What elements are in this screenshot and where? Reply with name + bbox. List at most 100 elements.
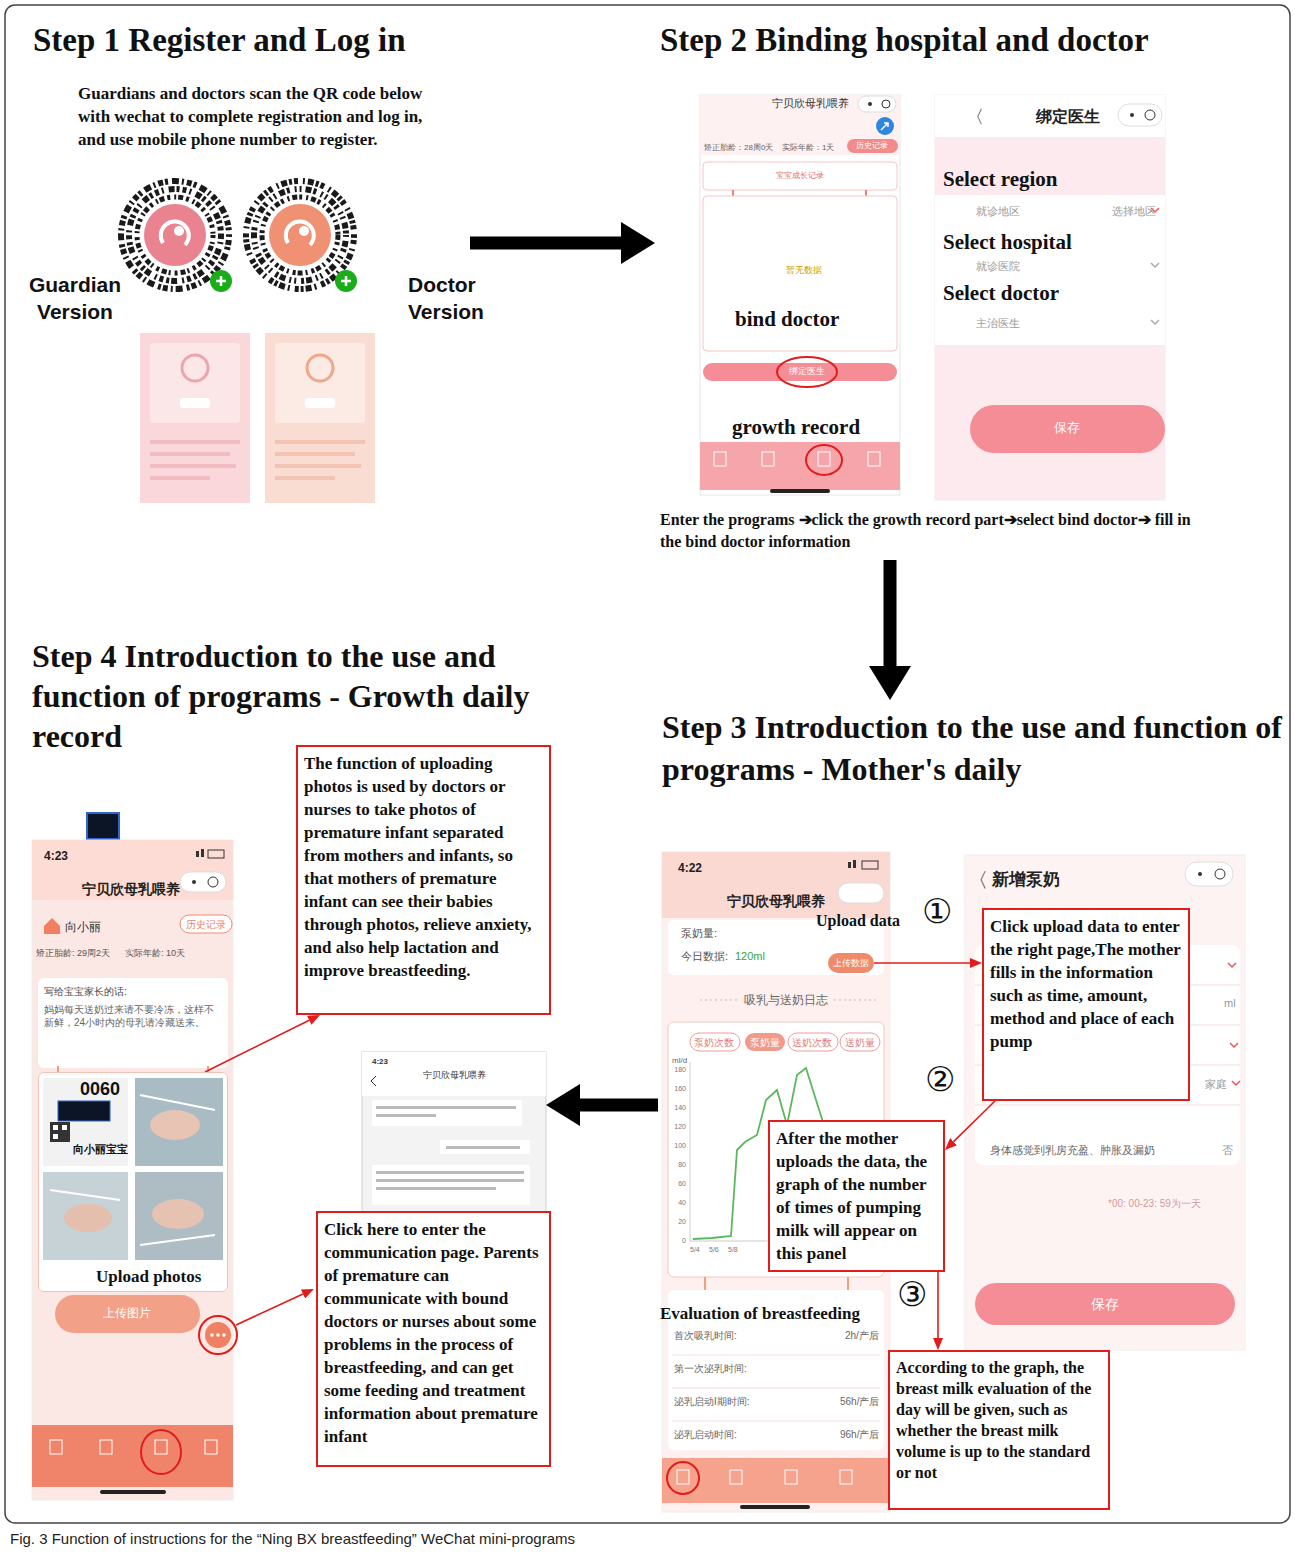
callout-box: Click upload data to enter the right pag… [982, 908, 1190, 1101]
axis-tick: 5/4 [690, 1246, 700, 1255]
phone-screenshot [1130, 113, 1134, 117]
qr-code [299, 226, 309, 236]
phone-screenshot [975, 1283, 1235, 1325]
phone-screenshot [208, 850, 224, 858]
callout-text: The function of uploading photos is used… [304, 752, 543, 982]
screen-text: Doctor Version [408, 272, 493, 326]
phone-screenshot [935, 95, 1165, 500]
phone-screenshot [50, 1122, 70, 1142]
phone-screenshot [730, 1470, 742, 1484]
chat-screenshot [376, 1106, 516, 1109]
axis-tick: 100 [668, 1142, 686, 1151]
upload-button: Upload data上传数据 [828, 953, 874, 973]
qr-code [240, 175, 360, 295]
phone-screenshot [876, 117, 894, 135]
callout-text: Click upload data to enter the right pag… [990, 915, 1182, 1053]
chat-screenshot [376, 1114, 436, 1117]
qr-code [174, 226, 184, 236]
screen-text: 第一次泌乳时间: [674, 1363, 747, 1376]
annotation-label: growth record [732, 414, 860, 441]
annotation-label: Select hospital [943, 229, 1072, 256]
screen-text: 泵奶次数 [694, 1037, 734, 1050]
phone-screenshot [1185, 862, 1233, 886]
screen-text: 上传图片 [102, 1306, 152, 1321]
phone-screenshot [868, 452, 880, 466]
annotation-label: Evaluation of breastfeeding [660, 1303, 860, 1325]
phone-screenshot [100, 1440, 112, 1454]
phone-screenshot [1230, 1043, 1238, 1047]
axis-tick: 20 [668, 1218, 686, 1227]
screen-text: 选择地区 [1112, 204, 1156, 218]
app-splash-screen [150, 452, 230, 456]
axis-tick: 80 [668, 1161, 686, 1170]
screen-text: 120ml [735, 949, 765, 963]
screen-text: 今日数据: [681, 949, 728, 963]
phone-screenshot [700, 95, 900, 495]
axis-tick: 40 [668, 1199, 686, 1208]
axis-tick: 5/8 [728, 1246, 738, 1255]
app-splash-screen [275, 452, 355, 456]
app-splash-screen [275, 464, 361, 468]
step-heading: Step 3 Introduction to the use and funct… [662, 706, 1287, 790]
phone-screenshot [180, 915, 232, 933]
app-splash-screen [140, 333, 250, 503]
screen-text: 实际年龄: 10天 [125, 948, 185, 960]
screen-text: 96h/产后 [840, 1429, 879, 1442]
chat-screenshot [376, 1171, 524, 1174]
app-splash-screen [265, 333, 375, 503]
phone-screenshot [777, 357, 837, 387]
callout-text: After the mother uploads the data, the g… [776, 1127, 937, 1265]
annotation-label: Select region [943, 166, 1058, 193]
app-splash-screen [275, 440, 365, 444]
chat-screenshot [446, 1146, 520, 1149]
qr-code [115, 175, 235, 295]
phone-screenshot [1145, 110, 1155, 120]
screen-text: 实际年龄：1天 [782, 143, 834, 153]
phone-screenshot [216, 1333, 220, 1337]
callout-text: Click here to enter the communication pa… [324, 1218, 543, 1448]
phone-screenshot [703, 162, 897, 190]
phone-screenshot [192, 880, 196, 884]
phone-screenshot [672, 1355, 880, 1356]
phone-screenshot [32, 840, 233, 900]
phone-screenshot [155, 1440, 167, 1454]
phone-screenshot [38, 1072, 228, 1292]
flow-arrow [470, 237, 621, 250]
phone-screenshot [201, 849, 204, 857]
screen-text: 历史记录 [186, 919, 226, 932]
phone-screenshot [965, 855, 1245, 1350]
node-label: 宁贝欣母乳喂养 [362, 1052, 546, 1082]
screen-text: 绑定医生 [1036, 107, 1100, 127]
screen-text: 首次吸乳时间: [674, 1330, 737, 1343]
node-label: Upload data [816, 911, 900, 931]
phone-screenshot [32, 1425, 233, 1487]
phone-screenshot [881, 123, 888, 130]
phone-screenshot [838, 883, 884, 903]
phone-screenshot [1198, 872, 1202, 876]
callout-number: ③ [897, 1273, 927, 1317]
node-label: 上传数据 [828, 953, 874, 973]
app-splash-screen [150, 440, 240, 444]
screen-text: 矫正胎龄：28周0天 [704, 143, 773, 153]
phone-screenshot [672, 1421, 880, 1422]
screen-text: 就诊医院 [976, 259, 1020, 273]
photo-card: Upload photos [38, 1072, 228, 1292]
callout-box: According to the graph, the breast milk … [888, 1350, 1110, 1510]
phone-screenshot [690, 1033, 740, 1051]
phone-screenshot [152, 1199, 204, 1229]
qr-code [262, 197, 338, 273]
qr-code [129, 189, 221, 281]
step-heading: Step 2 Binding hospital and doctor [660, 20, 1282, 60]
phone-screenshot [1118, 104, 1162, 126]
app-splash-screen [307, 355, 333, 381]
phone-screenshot [53, 1125, 58, 1130]
callout-arrow [874, 962, 970, 964]
phone-screenshot [672, 1388, 880, 1389]
qr-code [137, 197, 213, 273]
screen-text: 保存 [1052, 420, 1082, 437]
phone-screenshot [700, 95, 900, 155]
flow-arrow [580, 1099, 658, 1112]
qr-code [286, 221, 314, 245]
